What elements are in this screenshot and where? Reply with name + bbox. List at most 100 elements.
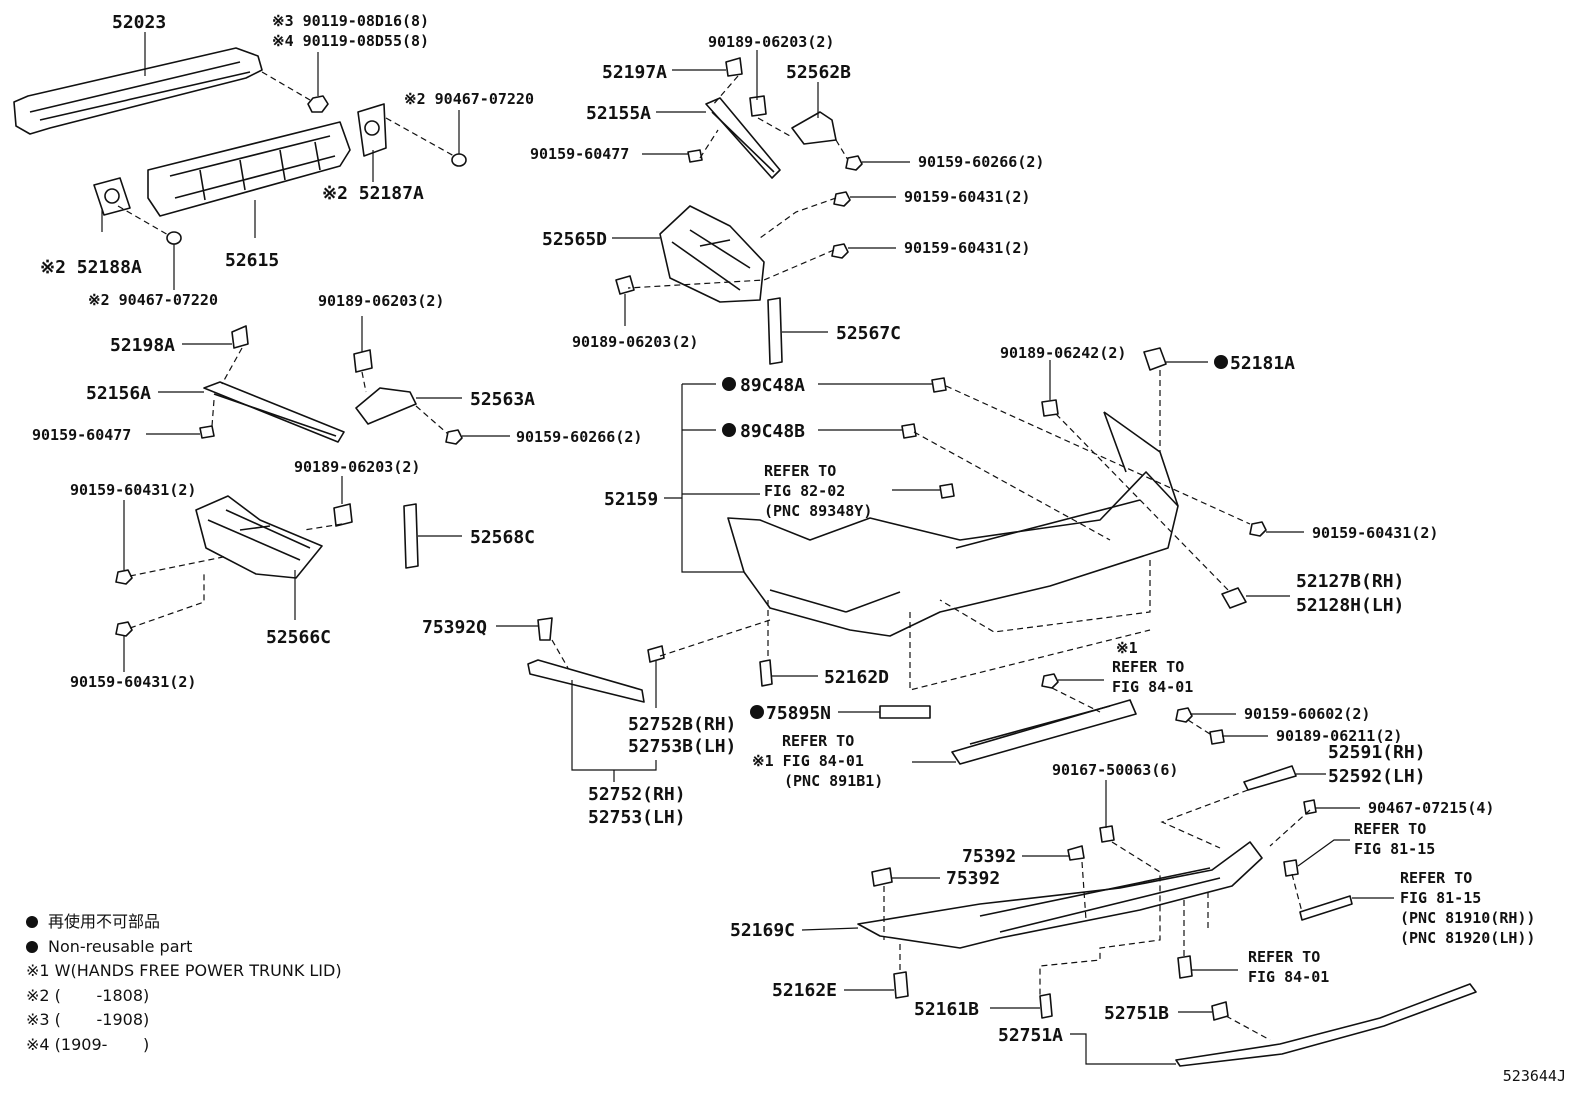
callout-52751a: 52751A — [998, 1025, 1063, 1046]
callout-52591: 52591(RH) — [1328, 742, 1426, 763]
refer-81-15-a-line2: FIG 81-15 — [1354, 840, 1435, 858]
callout-75392q: 75392Q — [422, 617, 487, 638]
refer-82-02-line3: (PNC 89348Y) — [764, 502, 872, 520]
callout-90189-06203-d: 90189-06203(2) — [294, 458, 420, 476]
non-reusable-bullet-89c48b — [722, 423, 736, 437]
non-reusable-bullet-icon — [26, 940, 38, 953]
bracket-52565d — [659, 205, 765, 303]
clip-90467-a — [451, 153, 467, 167]
clip-75392q — [537, 617, 553, 641]
cover-52127b — [1221, 587, 1247, 609]
retainer-52198a — [231, 325, 249, 349]
callout-90159-60431-d: 90159-60431(2) — [70, 673, 196, 691]
screw-90159-60602 — [1175, 707, 1193, 723]
callout-labels: 52023 ※3 90119-08D16(8) ※4 90119-08D55(8… — [32, 12, 1535, 1046]
leader-lines — [101, 32, 1394, 1065]
callout-52751b: 52751B — [1104, 1003, 1169, 1024]
callout-90159-60266-a: 90159-60266(2) — [918, 153, 1044, 171]
callout-52161b: 52161B — [914, 999, 979, 1020]
lower-cover-52169c — [857, 841, 1263, 949]
callout-75392-b: 75392 — [946, 868, 1000, 889]
bumper-cover-52159 — [727, 471, 1179, 637]
screw-90159-60266-b — [445, 429, 463, 445]
reflector-81910 — [1299, 895, 1353, 921]
callout-52156a: 52156A — [86, 383, 151, 404]
nut-90189-d — [333, 503, 353, 527]
refer-81-15-b-line2: FIG 81-15 — [1400, 889, 1481, 907]
figure-id: 523644J — [1502, 1067, 1566, 1085]
callout-89c48b: 89C48B — [740, 421, 805, 442]
bracket-52187a — [357, 103, 387, 157]
refer-84-01-a-line1: REFER TO — [1112, 658, 1184, 676]
callout-52162e: 52162E — [772, 980, 837, 1001]
screw-90159-60431-e — [1249, 521, 1267, 537]
refer-81-15-b-line1: REFER TO — [1400, 869, 1472, 887]
screw-90159-60431-b — [831, 243, 849, 259]
callout-90189-06242: 90189-06242(2) — [1000, 344, 1126, 362]
refer-81-15-b-line4: (PNC 81920(LH)) — [1400, 929, 1535, 947]
nut-90189-06211 — [1209, 729, 1225, 745]
bracket-891b1 — [951, 699, 1137, 765]
callout-52159: 52159 — [604, 489, 658, 510]
nut-90189-a — [749, 95, 767, 117]
callout-52563a: 52563A — [470, 389, 535, 410]
callout-52565d: 52565D — [542, 229, 607, 250]
refer-84-01-b-line2: FIG 84-01 — [1248, 968, 1329, 986]
callout-90189-06203-c: 90189-06203(2) — [318, 292, 444, 310]
callout-90467-07220-a: ※2 90467-07220 — [404, 90, 534, 108]
callout-52752b: 52752B(RH) — [628, 714, 736, 735]
callout-75392-a: 75392 — [962, 846, 1016, 867]
callout-90467-07220-b: ※2 90467-07220 — [88, 291, 218, 309]
clip-52162d — [759, 659, 773, 687]
callout-75895n: 75895N — [766, 703, 831, 724]
callout-90159-60431-e: 90159-60431(2) — [1312, 524, 1438, 542]
callout-52127b: 52127B(RH) — [1296, 571, 1404, 592]
refer-891b1-line1: REFER TO — [782, 732, 854, 750]
callout-52198a: 52198A — [110, 335, 175, 356]
non-reusable-bullet-icon — [26, 916, 38, 928]
screw-90159-60477-a — [687, 149, 703, 163]
callout-52188a: ※2 52188A — [40, 257, 142, 278]
callout-90159-60266-b: 90159-60266(2) — [516, 428, 642, 446]
nut-90167-50063 — [1099, 825, 1115, 843]
legend-note2: ※2 ( -1808) — [26, 985, 150, 1005]
callout-52155a: 52155A — [586, 103, 651, 124]
bracket-52188a — [93, 177, 131, 216]
pad-52751b — [1211, 1001, 1229, 1021]
callout-90119-08d16: ※3 90119-08D16(8) — [272, 12, 429, 30]
part-drawings — [13, 47, 1477, 1067]
callout-52169c: 52169C — [730, 920, 795, 941]
legend: 再使用不可部品 Non-reusable part ※1 W(HANDS FRE… — [26, 910, 342, 1057]
callout-52615: 52615 — [225, 250, 279, 271]
refer-84-01-a-line2: FIG 84-01 — [1112, 678, 1193, 696]
screw-90159-60477-b — [199, 425, 215, 439]
clip-84-01-b — [1177, 955, 1193, 979]
screw-90159-60431-d — [115, 621, 133, 637]
clip-75392-a — [1067, 845, 1085, 861]
callout-52023: 52023 — [112, 12, 166, 33]
retainer-52155a — [705, 97, 781, 179]
bracket-52566c — [195, 495, 323, 579]
bracket-52563a — [355, 387, 417, 425]
callout-52562b: 52562B — [786, 62, 851, 83]
part-89348y — [939, 483, 955, 499]
callout-90189-06211: 90189-06211(2) — [1276, 727, 1402, 745]
clip-52162e — [893, 971, 909, 999]
callout-52181a: 52181A — [1230, 353, 1295, 374]
refer-81-15-b-line3: (PNC 81910(RH)) — [1400, 909, 1535, 927]
non-reusable-markers — [722, 355, 1228, 719]
callout-90189-06203-a: 90189-06203(2) — [708, 33, 834, 51]
refer-891b1-line2: ※1 FIG 84-01 — [752, 752, 864, 770]
pad-52752b — [647, 645, 665, 663]
callout-52752: 52752(RH) — [588, 784, 686, 805]
callout-52197a: 52197A — [602, 62, 667, 83]
callout-52566c: 52566C — [266, 627, 331, 648]
molding-52751a — [1175, 983, 1477, 1067]
screw-90159-60431-a — [833, 191, 851, 207]
callout-90159-60477-b: 90159-60477 — [32, 426, 131, 444]
callout-52568c: 52568C — [470, 527, 535, 548]
refer-82-02-line2: FIG 82-02 — [764, 482, 845, 500]
legend-row-jp: 再使用不可部品 — [26, 910, 342, 935]
callout-90159-60431-c: 90159-60431(2) — [70, 481, 196, 499]
reinforcement-beam-52023 — [13, 47, 263, 135]
